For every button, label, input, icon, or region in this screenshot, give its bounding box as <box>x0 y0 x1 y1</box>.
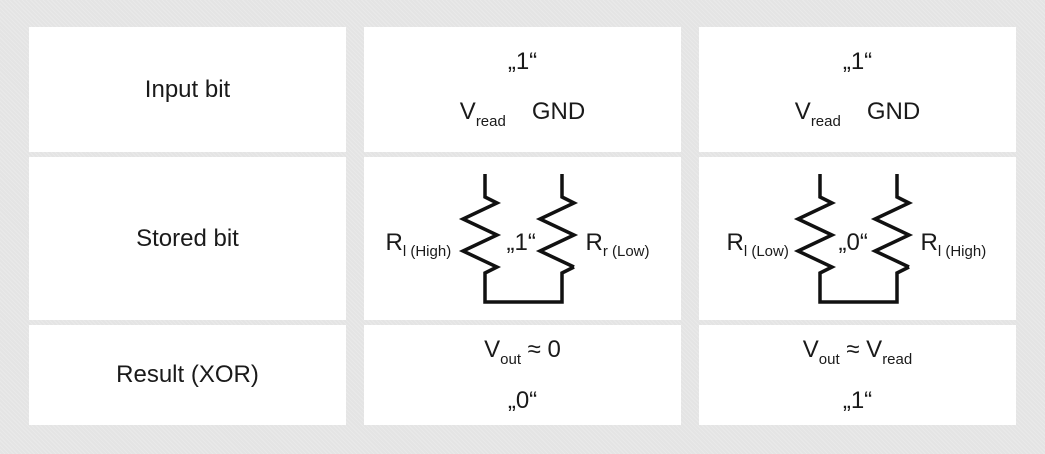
col1-result-cell: Vout ≈ 0 „0“ <box>364 325 681 425</box>
col2-result-bit: „1“ <box>842 386 873 414</box>
stored-bit-header-cell: Stored bit <box>29 157 346 320</box>
col2-input-cell: „1“ Vread GND <box>699 27 1016 152</box>
col2-vread-main: V <box>794 98 811 125</box>
col1-stored-cell: Rl (High) „1“ Rr (Low) <box>364 157 681 320</box>
col2-result-cell: Vout ≈ Vread „1“ <box>699 325 1016 425</box>
input-bit-label: Input bit <box>144 75 231 103</box>
col1-result-bit: „0“ <box>507 386 538 414</box>
col1-gnd: GND <box>531 98 586 125</box>
col1-stored-bit: „1“ <box>506 228 536 256</box>
col1-vread-sub: read <box>475 113 506 130</box>
col1-vread-main: V <box>459 98 476 125</box>
result-xor-label: Result (XOR) <box>116 361 259 388</box>
col1-resistor-diagram: Rl (High) „1“ Rr (Low) <box>364 159 682 319</box>
col1-result-vout: Vout ≈ 0 <box>484 335 561 368</box>
col2-left-resistor <box>793 173 910 304</box>
col2-left-resistor-label: Rl (Low) <box>726 228 789 260</box>
col1-resistor-svg <box>458 173 578 304</box>
col2-gnd: GND <box>866 98 921 125</box>
col1-right-resistor-label: Rr (Low) <box>585 228 650 260</box>
col1-left-resistor-label: Rl (High) <box>385 228 452 260</box>
col2-result-vout: Vout ≈ Vread <box>802 335 913 368</box>
col2-right-resistor-label: Rl (High) <box>920 228 987 260</box>
input-bit-header-cell: Input bit <box>29 27 346 152</box>
stored-bit-label: Stored bit <box>136 224 239 252</box>
col1-input-cell: „1“ Vread GND <box>364 27 681 152</box>
col2-input-bit: „1“ <box>842 48 873 75</box>
col2-resistor-diagram: Rl (Low) „0“ Rl (High) <box>699 159 1017 319</box>
col1-input-bit: „1“ <box>507 48 538 75</box>
col1-right-resistor <box>535 173 578 269</box>
col1-input-voltages: Vread GND <box>459 98 586 130</box>
col2-stored-cell: Rl (Low) „0“ Rl (High) <box>699 157 1016 320</box>
col2-resistor-svg <box>793 173 913 304</box>
col1-left-resistor <box>458 173 575 304</box>
col2-vread-sub: read <box>810 113 841 130</box>
col2-right-resistor <box>870 173 913 269</box>
result-header-cell: Result (XOR) <box>29 325 346 425</box>
col2-stored-bit: „0“ <box>838 228 868 256</box>
col2-input-voltages: Vread GND <box>794 98 921 130</box>
